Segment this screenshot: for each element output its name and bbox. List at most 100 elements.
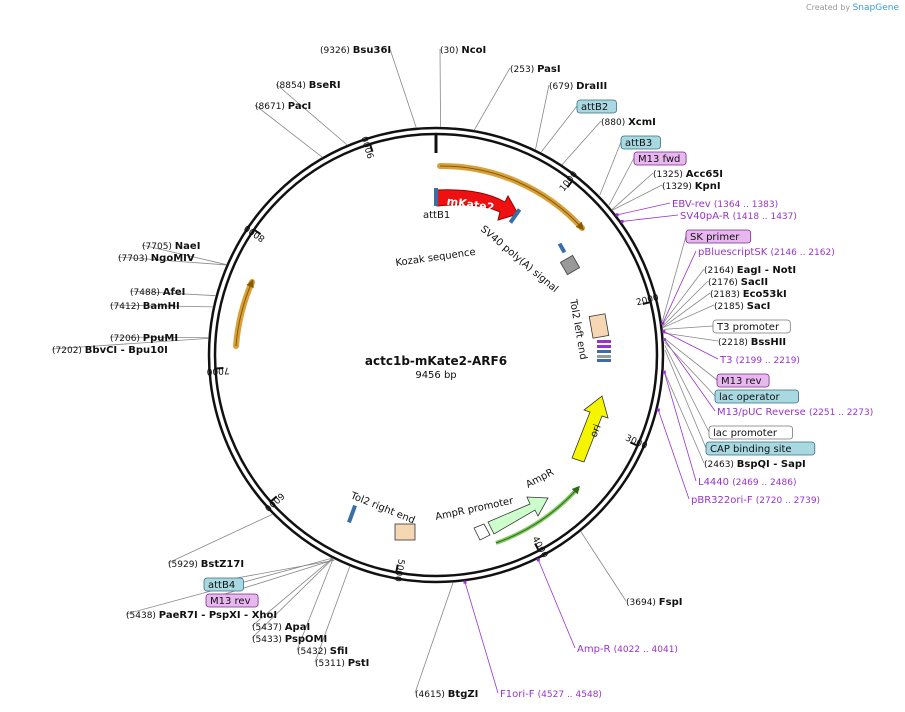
tol2-right-label: Tol2 right end: [348, 490, 416, 526]
enzyme-leader: [141, 244, 227, 266]
enzyme-position: (4615): [415, 690, 448, 700]
enzyme-position: (2176): [708, 278, 741, 288]
attb1-label: attB1: [423, 210, 450, 221]
feature-leader: [663, 325, 714, 330]
enzyme-leader: [535, 84, 550, 150]
enzyme-leader: [580, 531, 627, 602]
primer-leader: [657, 409, 690, 500]
enzyme-leader: [414, 582, 454, 694]
enzyme-position: (2164): [704, 266, 737, 276]
enzyme-leader: [389, 48, 417, 128]
enzyme-name: PstI: [348, 658, 370, 669]
feature-box: [716, 373, 770, 388]
feature-leader: [664, 349, 707, 449]
enzyme-label: (2185) SacI: [714, 301, 770, 312]
enzyme-name: KpnI: [695, 181, 721, 192]
enzyme-leader: [275, 83, 348, 146]
feature-box: [714, 389, 799, 404]
primer-label: pBluescriptSK (2146 .. 2162): [698, 247, 835, 258]
enzyme-label: (5438) PaeR7I - PspXI - XhoI: [126, 610, 277, 621]
enzyme-name: AfeI: [163, 287, 186, 298]
enzyme-label: (7412) BamHI: [110, 301, 180, 312]
tol2-left-label: Tol2 left end: [567, 298, 589, 361]
enzyme-label: (5929) BstZ17I: [168, 559, 244, 570]
enzyme-leader: [117, 256, 227, 266]
enzyme-name: NcoI: [461, 45, 486, 56]
orange-feature-arrow-top: [439, 165, 585, 231]
enzyme-leader: [254, 104, 323, 158]
snapgene-credit: Created by SnapGene: [806, 3, 899, 13]
enzyme-name: SacII: [741, 277, 768, 288]
feature-box-label: M13 rev: [210, 596, 251, 607]
feature-box-label: CAP binding site: [710, 444, 792, 455]
primer-site: [615, 213, 619, 217]
enzyme-label: (9326) Bsu36I: [320, 45, 391, 56]
tick-label: 9000: [361, 134, 377, 159]
enzyme-name: DraIII: [576, 81, 607, 92]
enzyme-position: (7412): [110, 302, 143, 312]
tick-mark: [254, 229, 262, 235]
ampr-label: AmpR: [524, 467, 556, 491]
enzyme-name: PspOMI: [285, 634, 327, 645]
enzyme-name: Acc65I: [686, 169, 723, 180]
gray-feature-box: [559, 254, 581, 276]
feature-leader: [608, 157, 635, 206]
enzyme-label: (7705) NaeI: [142, 241, 200, 252]
primer-range: (2146 .. 2162): [770, 248, 834, 258]
enzyme-leader: [661, 268, 705, 326]
enzyme-leader: [663, 369, 705, 464]
enzyme-position: (8671): [255, 102, 288, 112]
enzyme-leader: [167, 513, 273, 564]
feature-box-label: attB2: [581, 102, 608, 113]
enzyme-position: (5432): [297, 647, 330, 657]
ampr-arrow: [487, 496, 549, 535]
enzyme-name: NgoMIV: [151, 253, 195, 264]
tol2-right-box: [394, 523, 416, 541]
enzyme-position: (8854): [276, 81, 309, 91]
mkate2-arrow: [436, 189, 519, 221]
enzyme-position: (7705): [142, 242, 175, 252]
feature-box-label: T3 promoter: [716, 322, 780, 333]
primer-site: [661, 321, 665, 325]
enzyme-leader: [109, 304, 214, 308]
primer-site: [620, 219, 624, 223]
enzyme-position: (7488): [130, 288, 163, 298]
primer-name: Amp-R: [577, 644, 614, 655]
primer-label: EBV-rev (1364 .. 1383): [672, 199, 778, 210]
primer-name: pBluescriptSK: [698, 247, 770, 258]
enzyme-name: PaeR7I - PspXI - XhoI: [159, 610, 277, 621]
enzyme-leader: [662, 332, 719, 342]
enzyme-name: Bsu36I: [353, 45, 391, 56]
enzyme-position: (5311): [315, 659, 348, 669]
enzyme-label: (5433) PspOMI: [252, 634, 327, 645]
enzyme-leader: [251, 558, 334, 639]
tick-mark: [566, 181, 573, 188]
feature-box-label: M13 fwd: [638, 154, 680, 165]
enzyme-label: (5432) SfiI: [297, 646, 348, 657]
primer-name: M13/pUC Reverse: [717, 407, 809, 418]
lac-op-mark: [597, 350, 611, 353]
enzyme-label: (7202) BbvCI - Bpu10I: [52, 345, 168, 356]
enzyme-label: (7206) PpuMI: [110, 333, 178, 344]
backbone-outer: [207, 126, 665, 584]
enzyme-label: (2463) BspQI - SapI: [704, 459, 806, 470]
enzyme-position: (5437): [252, 623, 285, 633]
primer-leader: [617, 202, 671, 216]
primer-name: T3: [719, 355, 736, 366]
primer-label: T3 (2199 .. 2219): [719, 355, 800, 366]
primer-range: (2251 .. 2273): [809, 408, 873, 418]
enzyme-position: (2183): [710, 290, 743, 300]
enzyme-name: PacI: [288, 101, 311, 112]
enzyme-leader: [314, 565, 351, 663]
primer-name: SV40pA-R: [680, 211, 733, 222]
primer-range: (2720 .. 2739): [756, 496, 820, 506]
enzyme-leader: [129, 290, 216, 297]
enzyme-name: BamHI: [143, 301, 180, 312]
enzyme-leader: [439, 48, 441, 128]
tick-mark: [270, 495, 278, 502]
enzyme-name: Eco53kI: [743, 289, 787, 300]
ampr-arc-arrow: [495, 485, 581, 544]
enzyme-name: XcmI: [628, 117, 656, 128]
ori-label: ori: [589, 423, 604, 439]
enzyme-position: (2218): [718, 338, 751, 348]
